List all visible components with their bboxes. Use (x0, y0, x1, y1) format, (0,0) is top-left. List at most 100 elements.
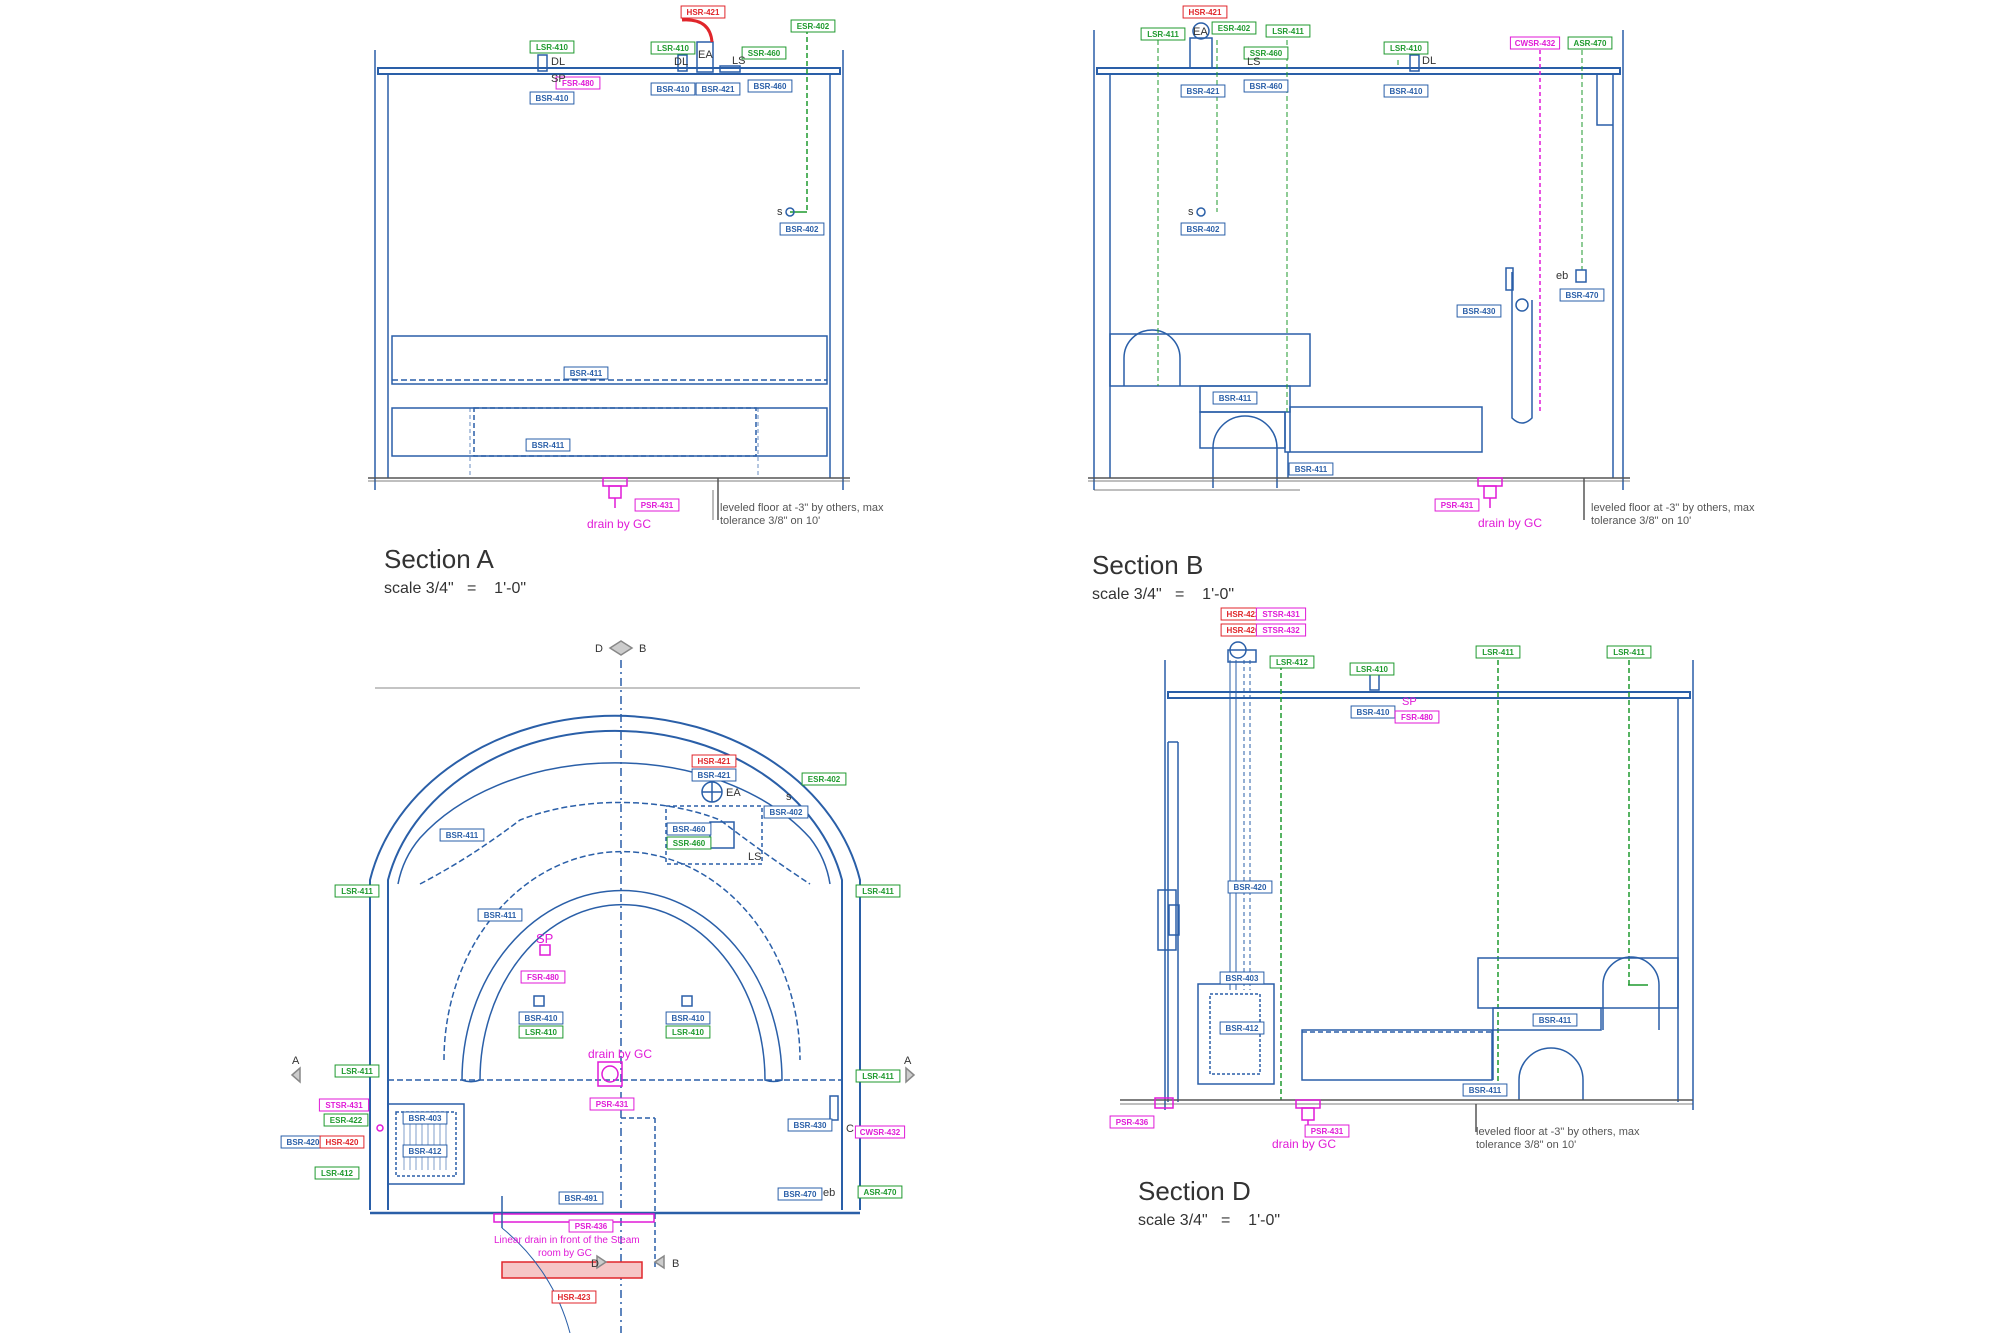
tag-box (318, 1098, 370, 1112)
mark-ea-a: EA (698, 49, 713, 61)
mark-s-a: s (777, 206, 783, 218)
tag-label: BSR-410 (1357, 708, 1390, 717)
tag-box (1559, 288, 1605, 302)
mark-eb-b: eb (1556, 270, 1568, 282)
tag-stsr-431: STSR-431 (318, 1098, 370, 1112)
tag-label: BSR-403 (409, 1114, 442, 1123)
section-a-steam-head (719, 65, 741, 73)
tag-box (314, 1166, 360, 1180)
note-linear-drain-2: room by GC (538, 1248, 592, 1259)
tag-cwsr-432: CWSR-432 (1509, 36, 1561, 50)
tag-label: PSR-436 (575, 1222, 608, 1231)
mark-grid-b-bot: B (672, 1258, 679, 1270)
tag-box (334, 1064, 380, 1078)
tag-label: SSR-460 (748, 49, 781, 58)
tag-label: LSR-411 (1482, 648, 1514, 657)
tag-label: ASR-470 (864, 1188, 897, 1197)
tag-psr-431: PSR-431 (589, 1097, 635, 1111)
plan-upper-bench-hidden (419, 801, 811, 885)
tag-box (1462, 1083, 1508, 1097)
tag-label: PSR-431 (596, 1100, 629, 1109)
tag-lsr-410: LSR-410 (1349, 662, 1395, 676)
section-d-ceiling (1167, 691, 1691, 699)
tag-box (1109, 1115, 1155, 1129)
section-d-pipes (1229, 660, 1251, 990)
tag-label: ESR-422 (330, 1116, 363, 1125)
tag-label: HSR-423 (558, 1293, 591, 1302)
section-b-ea-symbol (1192, 22, 1210, 40)
mark-s-plan: s (786, 791, 792, 803)
tag-lsr-410: LSR-410 (665, 1025, 711, 1039)
tag-bsr-411: BSR-411 (1288, 462, 1334, 476)
marks-layer: SP DL DL LS EA s EA LS DL s eb SP EA s L… (292, 26, 1568, 1270)
tag-box (402, 1144, 448, 1158)
tag-bsr-410: BSR-410 (1350, 705, 1396, 719)
tag-label: FSR-480 (1401, 713, 1434, 722)
tag-label: BSR-412 (1226, 1024, 1259, 1033)
tag-psr-431: PSR-431 (634, 498, 680, 512)
tag-bsr-421: BSR-421 (691, 768, 737, 782)
tag-box (1288, 462, 1334, 476)
tag-box (666, 822, 712, 836)
tag-lsr-411: LSR-411 (334, 884, 380, 898)
tag-box (518, 1025, 564, 1039)
tag-label: PSR-431 (1311, 1127, 1344, 1136)
drain-notes-layer: drain by GC drain by GC drain by GC drai… (494, 516, 1542, 1259)
tag-box (323, 1113, 369, 1127)
tag-bsr-411: BSR-411 (1532, 1013, 1578, 1027)
section-d-door-handle-inner (1168, 904, 1180, 936)
tag-bsr-402: BSR-402 (779, 222, 825, 236)
tag-lsr-411: LSR-411 (1140, 27, 1186, 41)
tag-ssr-460: SSR-460 (666, 836, 712, 850)
titles-layer: Section A scale 3/4" = 1'-0" Section B s… (384, 544, 1280, 1229)
section-b-exhaust-duct (1189, 37, 1213, 69)
tag-box (529, 40, 575, 54)
tag-box (855, 1069, 901, 1083)
mark-grid-a-left: A (292, 1055, 300, 1067)
tag-label: BSR-421 (698, 771, 731, 780)
tag-box (334, 884, 380, 898)
mark-ea-plan: EA (726, 787, 741, 799)
tag-label: BSR-460 (1250, 82, 1283, 91)
tag-cwsr-432: CWSR-432 (854, 1125, 906, 1139)
tag-psr-436: PSR-436 (568, 1219, 614, 1233)
tag-box (680, 5, 726, 19)
tag-label: HSR-420 (1227, 626, 1260, 635)
tag-bsr-421: BSR-421 (695, 82, 741, 96)
mark-dl-a: DL (551, 56, 565, 68)
tag-bsr-411: BSR-411 (525, 438, 571, 452)
tag-hsr-421: HSR-421 (691, 754, 737, 768)
plan-downlight-2 (681, 995, 693, 1007)
tag-box (1255, 623, 1307, 637)
tag-box (779, 222, 825, 236)
tag-esr-402: ESR-402 (801, 772, 847, 786)
note-drain-plan: drain by GC (588, 1047, 652, 1061)
tag-label: ASR-470 (1574, 39, 1607, 48)
tag-box (1140, 27, 1186, 41)
tag-label: PSR-436 (1116, 1118, 1149, 1127)
section-a-downlight-1 (537, 54, 548, 72)
tag-box (650, 82, 696, 96)
mark-c-plan: C (846, 1123, 854, 1135)
tag-label: LSR-411 (862, 887, 894, 896)
section-b-steam-sensor (1196, 207, 1206, 217)
tag-box (1532, 1013, 1578, 1027)
tag-label: BSR-403 (1226, 974, 1259, 983)
tag-label: BSR-402 (770, 808, 803, 817)
tag-box (1212, 391, 1258, 405)
tag-label: BSR-411 (1539, 1016, 1572, 1025)
tag-label: BSR-411 (446, 831, 479, 840)
tag-bsr-470: BSR-470 (1559, 288, 1605, 302)
tag-box (589, 1097, 635, 1111)
tag-label: PSR-431 (641, 501, 674, 510)
tag-box (1243, 79, 1289, 93)
tag-label: SSR-460 (673, 839, 706, 848)
mark-dl-b: DL (1422, 55, 1436, 67)
tag-lsr-410: LSR-410 (1383, 41, 1429, 55)
tag-lsr-412: LSR-412 (1269, 655, 1315, 669)
mark-eb-plan: eb (823, 1187, 835, 1199)
tag-bsr-403: BSR-403 (402, 1111, 448, 1125)
section-d-upper-bench (1477, 957, 1679, 1009)
plan-outer-wall (369, 714, 861, 1210)
